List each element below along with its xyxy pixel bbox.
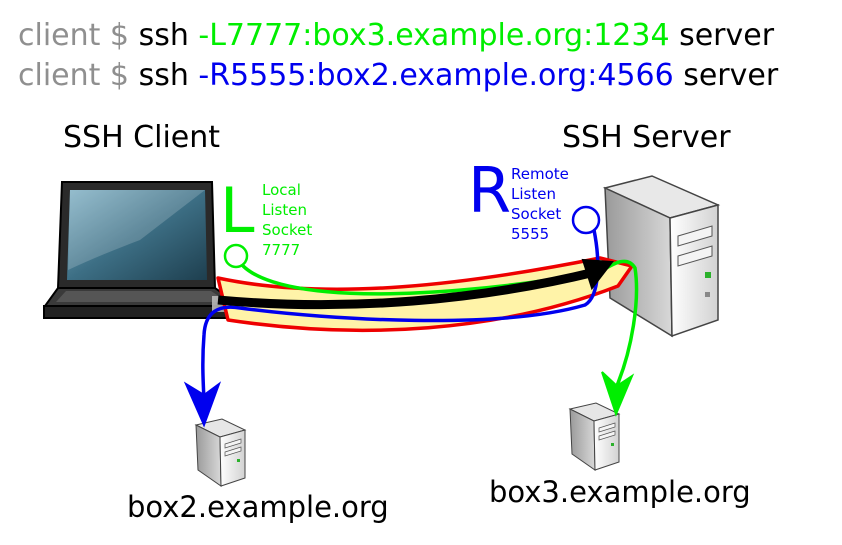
remote-forward-line bbox=[201, 229, 600, 401]
box2-label: box2.example.org bbox=[127, 490, 389, 524]
local-forward-flag: -L7777:box3.example.org:1234 bbox=[198, 18, 670, 53]
ssh-client-title: SSH Client bbox=[63, 120, 221, 155]
remote-forward-arrowhead bbox=[183, 381, 222, 428]
remote-socket-label: Remote Listen Socket 5555 bbox=[511, 165, 569, 243]
local-letter: L bbox=[220, 174, 255, 247]
server-arg: server bbox=[673, 58, 779, 93]
remote-forward-flag: -R5555:box2.example.org:4566 bbox=[198, 58, 674, 93]
main-connection-arrow-line bbox=[217, 267, 597, 310]
shell-prompt: client $ bbox=[18, 58, 139, 93]
box3-server-icon bbox=[568, 402, 621, 471]
ssh-command: ssh bbox=[138, 58, 199, 93]
main-connection-arrowhead bbox=[581, 258, 614, 291]
local-listen-socket bbox=[223, 243, 249, 269]
command-line-remote: client $ ssh -R5555:box2.example.org:456… bbox=[18, 58, 778, 93]
local-socket-label: Local Listen Socket 7777 bbox=[262, 181, 313, 259]
box3-label: box3.example.org bbox=[489, 475, 751, 509]
server-arg: server bbox=[669, 18, 775, 53]
command-line-local: client $ ssh -L7777:box3.example.org:123… bbox=[18, 18, 774, 53]
box2-server-icon bbox=[194, 418, 247, 487]
server-tower-icon bbox=[602, 175, 721, 338]
shell-prompt: client $ bbox=[18, 18, 139, 53]
remote-letter: R bbox=[468, 154, 512, 227]
local-forward-arrowhead bbox=[601, 371, 635, 417]
ssh-server-title: SSH Server bbox=[562, 120, 731, 155]
ssh-command: ssh bbox=[138, 18, 199, 53]
remote-listen-socket bbox=[571, 205, 601, 235]
